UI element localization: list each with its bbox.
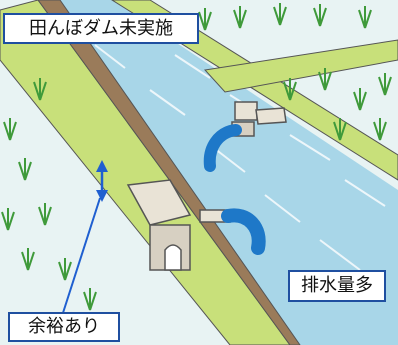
left-embankment-wall <box>37 0 301 345</box>
margin-leader-line <box>61 197 101 317</box>
cross-embankment <box>204 39 398 93</box>
canal-water <box>38 0 398 345</box>
left-embankment-top <box>0 0 291 345</box>
rice-plants <box>1 3 392 311</box>
outflow-jet-front <box>221 208 266 255</box>
title-label: 田んぼダム未実施 <box>3 13 199 44</box>
right-embankment-top <box>111 0 398 181</box>
drainage-label: 排水量多 <box>288 270 386 302</box>
margin-arrow <box>96 160 108 202</box>
outflow-jet-back <box>203 124 242 172</box>
margin-label: 余裕あり <box>8 312 120 342</box>
